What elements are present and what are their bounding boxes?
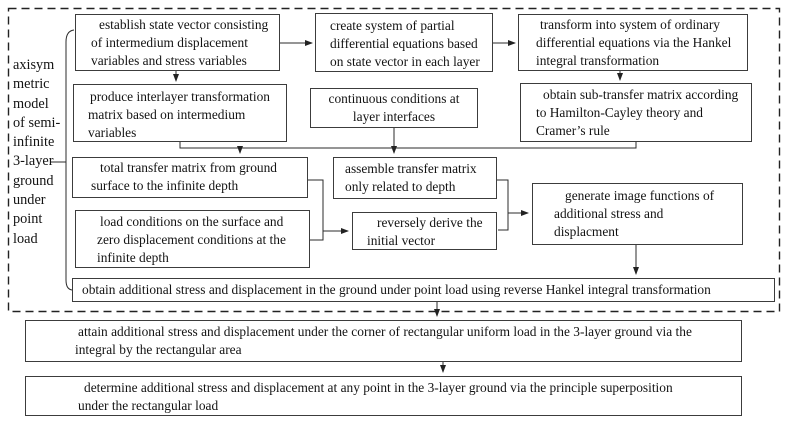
flow-box-create-pde-system: create system of partial differential eq… (315, 13, 493, 72)
flow-box-determine-any-point: determine additional stress and displace… (25, 376, 742, 416)
flow-box-attain-corner-stress: attain additional stress and displacemen… (25, 320, 742, 362)
flow-box-transform-ode-system: transform into system of ordinary differ… (518, 14, 748, 71)
flow-box-produce-interlayer-matrix: produce interlayer transformation matrix… (73, 84, 287, 142)
flow-box-load-conditions: load conditions on the surface and zero … (75, 210, 310, 268)
flow-box-establish-state-vector: establish state vector consisting of int… (75, 14, 280, 71)
dashed-frame (7, 7, 781, 313)
scope-brace (51, 29, 75, 291)
model-label: axisym metric model of semi- infinite 3-… (13, 57, 61, 247)
flow-box-obtain-subtransfer-matrix: obtain sub-transfer matrix according to … (520, 83, 752, 142)
connector-bus (179, 142, 637, 149)
connector-merge-left (308, 179, 324, 241)
flow-box-obtain-additional-stress: obtain additional stress and displacemen… (72, 278, 775, 302)
connector-merge-right (497, 179, 509, 231)
flow-box-generate-image-functions: generate image functions of additional s… (532, 183, 743, 245)
flow-box-total-transfer-matrix: total transfer matrix from ground surfac… (72, 157, 308, 198)
flow-box-continuous-conditions: continuous conditions at layer interface… (310, 88, 478, 128)
flow-box-reversely-derive-vector: reversely derive the initial vector (352, 212, 497, 250)
flow-box-assemble-transfer-matrix: assemble transfer matrix only related to… (333, 157, 497, 199)
